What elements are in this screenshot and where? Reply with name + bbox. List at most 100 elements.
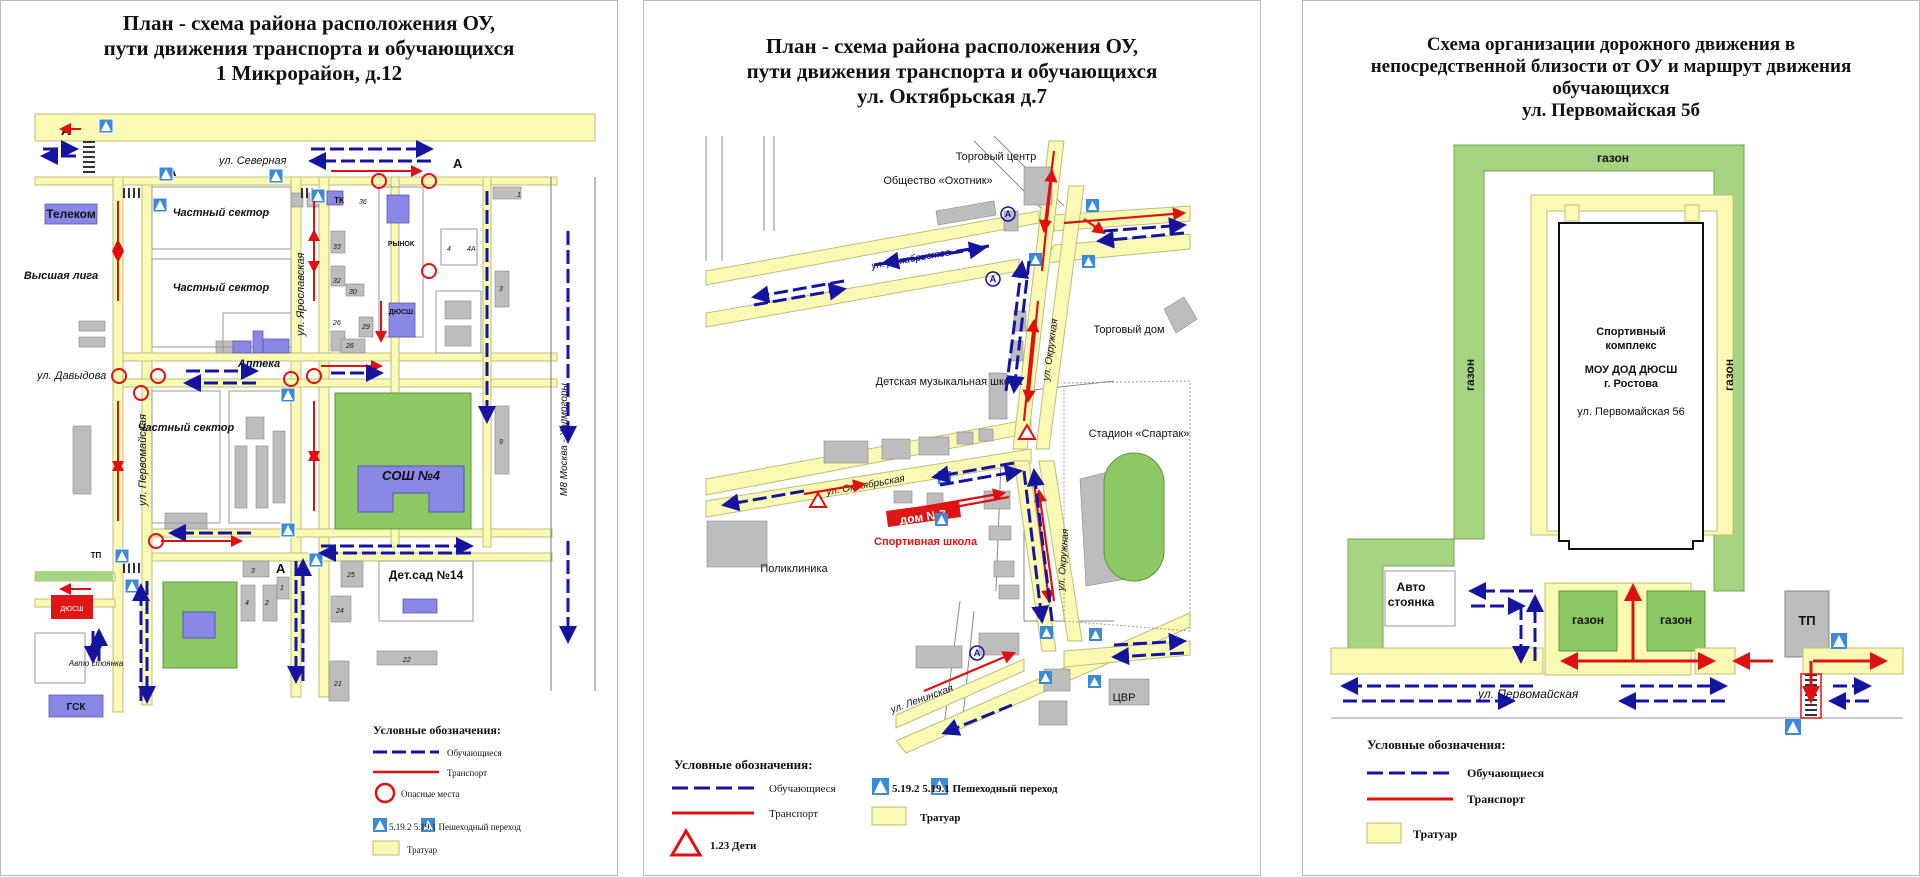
map1-label-telekom: Телеком: [46, 207, 96, 221]
map2-canvas: дом №7 Спортивная школа Торговый центр О…: [669, 135, 1198, 857]
complex-label-line: комплекс: [1605, 340, 1656, 352]
map1-street-severnaya: ул. Северная: [218, 155, 287, 167]
map-panel-3: Схема организации дорожного движения в н…: [1302, 0, 1920, 876]
house-number: 21: [333, 681, 342, 688]
map1-label-detsad: Дет.сад №14: [389, 568, 464, 582]
map1-student-arrows: [40, 140, 577, 704]
map1-legend-crossing: 5.19.2 5.19.1 Пешеходный переход: [389, 822, 521, 832]
map1-title-line: 1 Микрорайон, д.12: [215, 61, 403, 85]
map1-legend-danger: Опасные места: [401, 789, 459, 799]
map2-title: План - схема района расположения ОУ, пут…: [644, 34, 1260, 109]
map1-label-apteka: Аптека: [237, 358, 280, 370]
map1-label-tk: ТК: [334, 196, 344, 205]
map1-title: План - схема района расположения ОУ, пут…: [1, 11, 617, 86]
map3-student-arrows: [1340, 582, 1872, 710]
map2-title-line: План - схема района расположения ОУ,: [765, 34, 1139, 58]
map1-legend-transport: Транспорт: [447, 768, 487, 778]
map3-legend-sidewalk: Тратуар: [1413, 827, 1457, 841]
map1-legend-title: Условные обозначения:: [373, 723, 501, 737]
map1-street-yaroslavskaya: ул. Ярославская: [295, 252, 307, 337]
bus-stop-label: А: [990, 274, 997, 284]
house-number: 25: [346, 572, 355, 579]
map2-label-cvr: ЦВР: [1113, 692, 1136, 704]
bus-stop-label: А: [1005, 209, 1012, 219]
map1-legend-students: Обучающиеся: [447, 748, 502, 758]
map2-street-okruzhnaya-2: ул. Окружная: [1056, 528, 1071, 592]
map-panel-1: План - схема района расположения ОУ, пут…: [0, 0, 618, 876]
map2-legend-sidewalk: Тратуар: [920, 812, 960, 824]
map1-title-line: пути движения транспорта и обучающихся: [103, 36, 515, 60]
bus-stop-label: А: [453, 156, 463, 171]
house-number: 22: [402, 657, 411, 664]
map3-title-line: Схема организации дорожного движения в: [1426, 34, 1796, 55]
map3-legend-title: Условные обозначения:: [1367, 737, 1506, 752]
complex-label-line: МОУ ДОД ДЮСШ: [1585, 364, 1678, 376]
house-number: 30: [349, 289, 357, 296]
map2-title-line: ул. Октябрьская д.7: [857, 84, 1047, 108]
house-number: 3: [251, 568, 255, 575]
map3-lawn: [1347, 144, 1745, 660]
map3-transport-arrows: [1560, 583, 1888, 704]
map3-label-gazon-b: газон: [1660, 613, 1692, 627]
house-number: 26: [345, 343, 354, 350]
house-number: 33: [333, 244, 341, 251]
map1-label-vysshaya-liga: Высшая лига: [24, 270, 98, 282]
map2-legend-students: Обучающиеся: [769, 783, 836, 795]
map2-student-arrows: [721, 217, 1187, 736]
map1-transport-arrows: [59, 123, 423, 595]
house-number: 3: [499, 286, 503, 293]
map2-legend: Условные обозначения: Обучающиеся 5.19.2…: [669, 757, 1058, 857]
map1-crossing-signs: [98, 118, 326, 594]
house-number: 1: [517, 192, 521, 199]
map1-danger-places: [111, 173, 437, 549]
map2-legend-transport: Транспорт: [769, 808, 818, 820]
map3-gazon-a: [1558, 590, 1618, 652]
map3-crossing-signs: [1785, 633, 1847, 735]
map1-label-gsk: ГСК: [67, 702, 87, 713]
map1-label-chastny-1: Частный сектор: [173, 207, 270, 219]
map-panel-2: План - схема района расположения ОУ, пут…: [643, 0, 1261, 876]
map3-tp: [1784, 590, 1830, 658]
house-number: 32: [333, 278, 341, 285]
map2-legend-children: 1.23 Дети: [710, 840, 757, 852]
house-number: 4: [447, 246, 451, 253]
complex-label-line: ул. Первомайская 56: [1577, 406, 1685, 418]
bus-stop-label: А: [974, 648, 981, 658]
map1-house-numbers: 36 33 32 30 26 29 26 1 4 4А 3 9 3 2 4 1 …: [245, 192, 521, 688]
house-number: 4: [245, 600, 249, 607]
map3-legend-transport: Транспорт: [1467, 792, 1525, 806]
map2-children-signs: [808, 422, 1037, 508]
map3-gazon-b: [1646, 590, 1706, 652]
map1-street-pervomayskaya: ул. Первомайская: [137, 414, 149, 507]
map3-label-gazon-a: газон: [1572, 613, 1604, 627]
map2-stadium: [1103, 452, 1165, 582]
map3-label-avtostoyanka-1: Авто: [1397, 580, 1426, 594]
house-number: 36: [359, 199, 367, 206]
map1-dyussh-building: [51, 595, 93, 619]
house-number: 26: [332, 320, 341, 327]
map1-label-dyussh2: ДЮСШ: [60, 606, 83, 613]
map2-label-poliklinika: Поликлиника: [760, 563, 828, 575]
house-number: 24: [335, 608, 344, 615]
map3-street-pervomayskaya: ул. Первомайская: [1477, 687, 1579, 701]
map2-label-torg-center: Торговый центр: [956, 151, 1036, 163]
map3-label-gazon-left: газон: [1463, 359, 1477, 391]
map3-legend-students: Обучающиеся: [1467, 766, 1545, 780]
map3-sport-complex: [1558, 222, 1704, 550]
map1-title-line: План - схема района расположения ОУ,: [122, 11, 496, 35]
map1-legend-sidewalk: Тратуар: [407, 845, 438, 855]
map2-bus-stops: [969, 206, 1016, 661]
map1-label-school: СОШ №4: [382, 468, 441, 483]
map1-label-rynok: РЫНОК: [388, 241, 415, 248]
map3-title-line: ул. Первомайская 5б: [1521, 100, 1701, 121]
house-number: 9: [499, 439, 503, 446]
map2-legend-title: Условные обозначения:: [674, 757, 813, 772]
map3-label-gazon-top: газон: [1597, 151, 1629, 165]
map2-label-okhotnik: Общество «Охотник»: [883, 175, 992, 187]
map3-label-tp: ТП: [1798, 613, 1815, 628]
map3-label-avtostoyanka-2: стоянка: [1388, 595, 1435, 609]
map2-legend-crossing: 5.19.2 5.19.1 Пешеходный переход: [892, 783, 1058, 795]
map1-buildings: [72, 186, 522, 702]
complex-label-line: Спортивный: [1596, 326, 1666, 338]
map1-street-davydova: ул. Давыдова: [36, 370, 106, 382]
